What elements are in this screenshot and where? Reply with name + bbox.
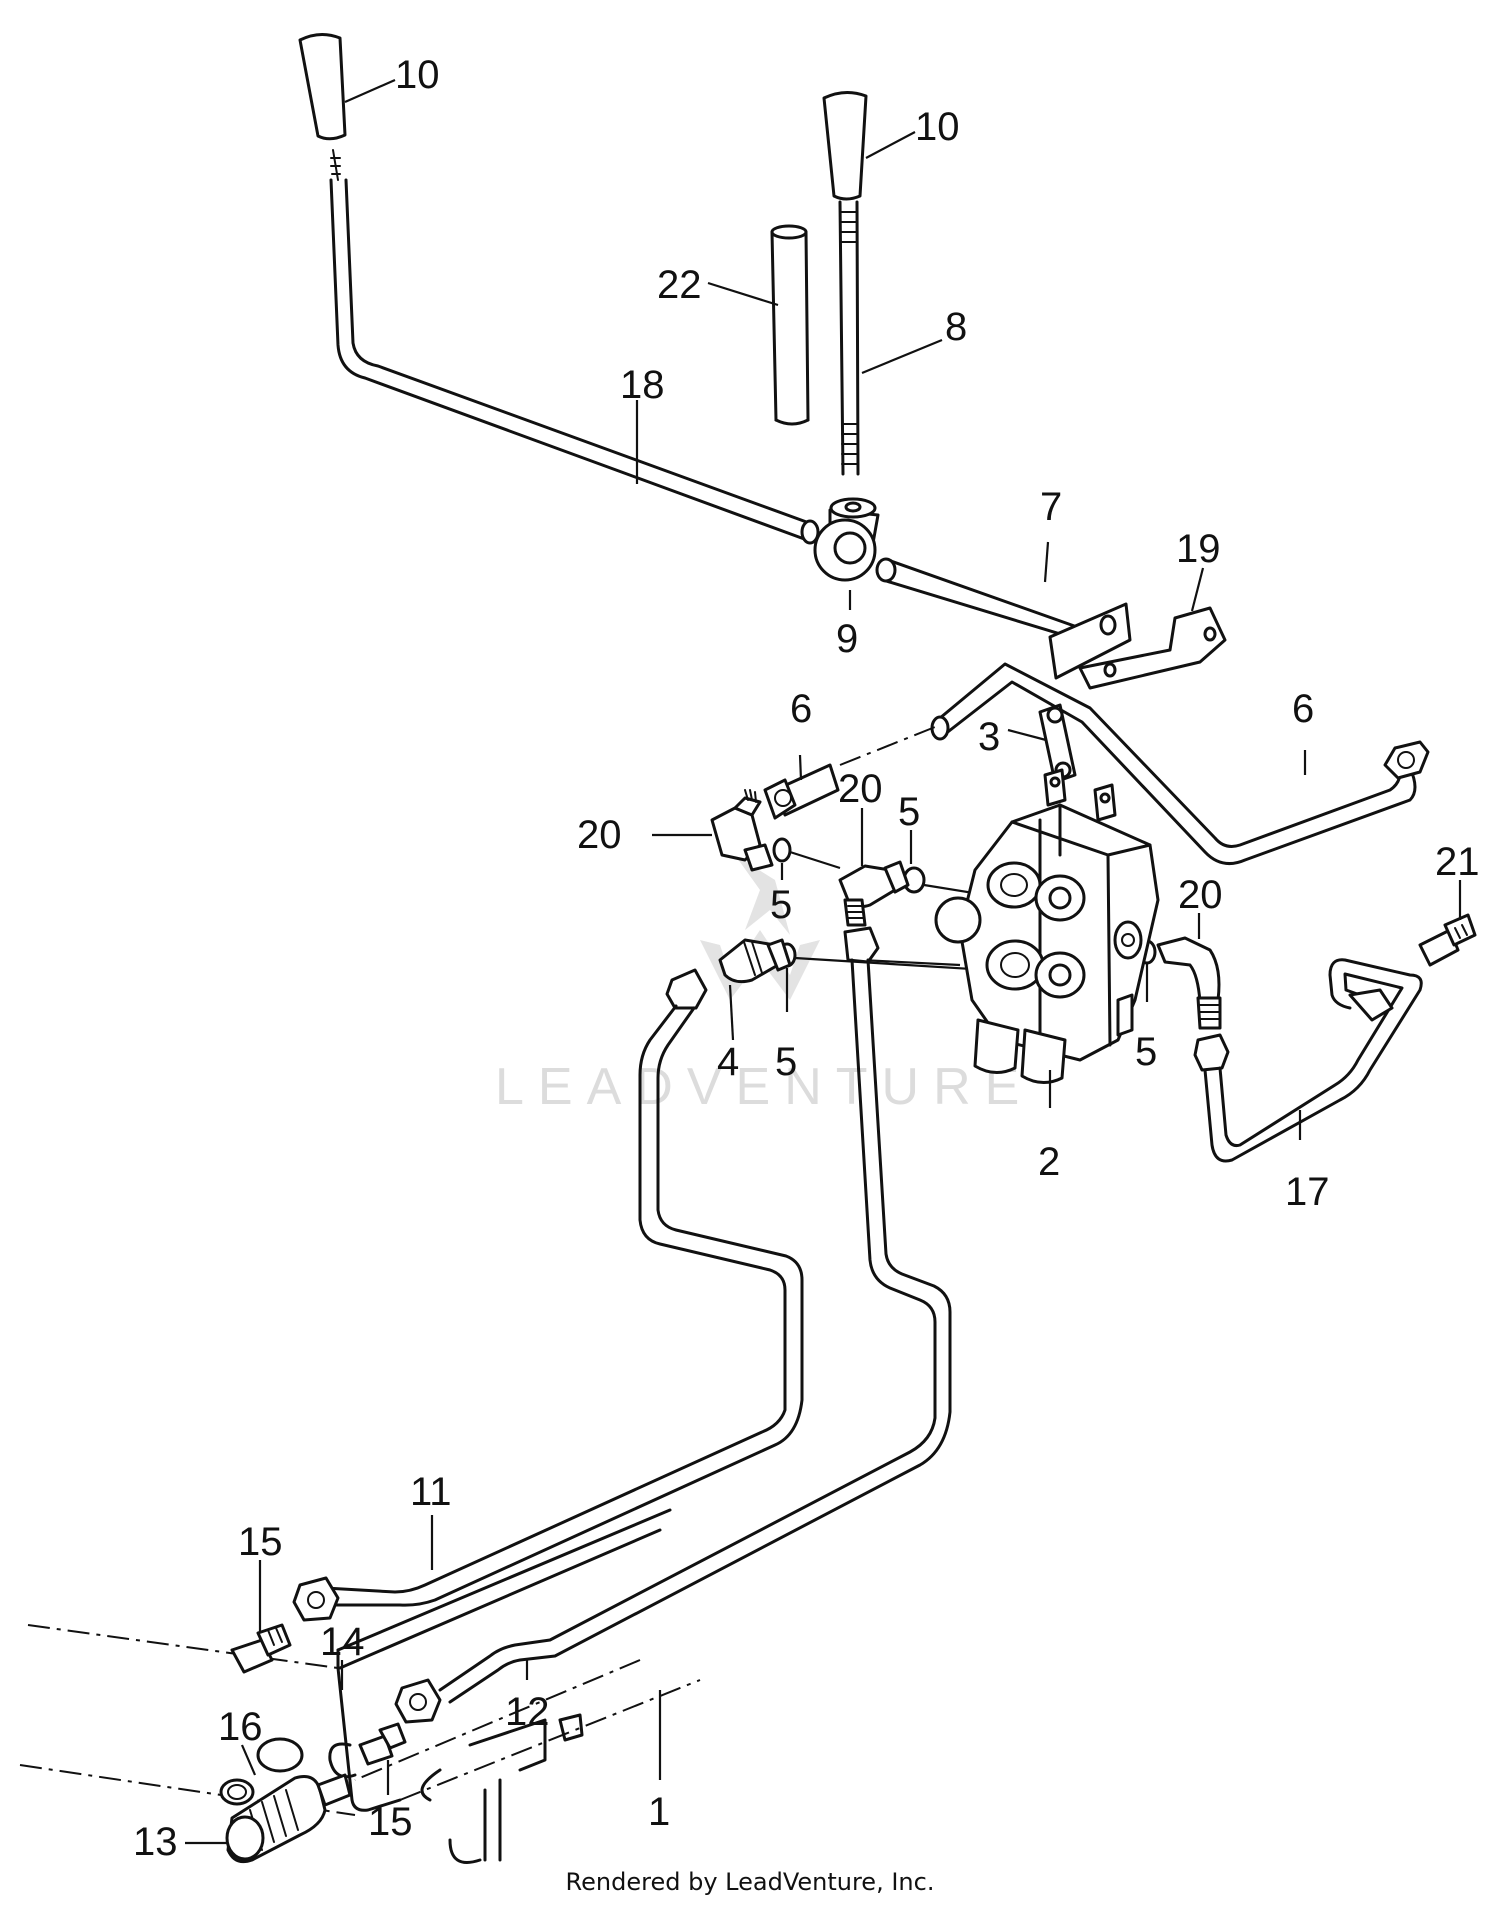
clip-14 [328, 1742, 357, 1779]
callout-21: 21 [1435, 840, 1480, 884]
elbow-4 [718, 938, 792, 984]
callout-11: 11 [410, 1470, 452, 1514]
callout-4: 4 [717, 1040, 739, 1084]
lever-18 [329, 178, 820, 545]
callout-6-right: 6 [1292, 687, 1314, 731]
tube-17 [1193, 958, 1423, 1163]
watermark-logo [700, 855, 820, 1000]
footer-credit: Rendered by LeadVenture, Inc. [565, 1868, 935, 1896]
port-line-upper [789, 850, 841, 870]
callout-1: 1 [648, 1790, 670, 1834]
callout-22: 22 [657, 263, 702, 307]
sleeve-22 [770, 224, 810, 426]
callout-6-left: 6 [790, 687, 812, 731]
fitting-15-upper [230, 1623, 292, 1674]
control-valve-2 [934, 768, 1160, 1084]
callout-13: 13 [133, 1820, 178, 1864]
callout-12: 12 [505, 1690, 550, 1734]
fitting-20-left [710, 789, 774, 872]
fitting-20-right [1156, 936, 1222, 1030]
plug-21 [1418, 913, 1477, 967]
pivot-9 [813, 497, 880, 582]
callout-5-bottom: 5 [775, 1040, 797, 1084]
callout-5-top: 5 [898, 790, 920, 834]
callout-3: 3 [978, 715, 1000, 759]
plate-1 [19, 1508, 701, 1864]
coupler-13 [225, 1773, 352, 1864]
rod-8 [838, 200, 860, 476]
fitting-20-center [838, 860, 910, 927]
ring-16 [219, 1737, 304, 1806]
callout-15-top: 15 [238, 1520, 283, 1564]
callout-5-right: 5 [1135, 1030, 1157, 1074]
port-line-lower-left [859, 958, 961, 967]
callout-19: 19 [1176, 527, 1221, 571]
tube-12 [394, 926, 952, 1724]
callout-8: 8 [945, 305, 967, 349]
callout-15-bottom: 15 [368, 1800, 413, 1844]
callout-2: 2 [1038, 1140, 1060, 1184]
callout-7: 7 [1040, 485, 1062, 529]
callout-10-left: 10 [395, 53, 440, 97]
fitting-15-lower [358, 1722, 407, 1766]
callout-16: 16 [218, 1705, 263, 1749]
callout-20-right: 20 [1178, 873, 1223, 917]
callout-5-left: 5 [770, 883, 792, 927]
watermark: LEADVENTURE [495, 1058, 1033, 1116]
callout-14: 14 [320, 1620, 365, 1664]
callout-10-right: 10 [915, 105, 960, 149]
bracket-19 [1078, 606, 1227, 690]
callout-20-center: 20 [838, 767, 883, 811]
linkage-rod-6 [930, 662, 1430, 866]
callout-9: 9 [836, 617, 858, 661]
knob-right [822, 91, 868, 201]
rod-end-6 [763, 724, 941, 820]
knob-left [298, 33, 347, 181]
callouts: 10 10 22 8 18 7 19 9 6 6 3 20 20 5 20 21… [133, 53, 1480, 1864]
callout-17: 17 [1285, 1170, 1330, 1214]
callout-leaders [185, 78, 1462, 1845]
tube-11 [292, 968, 804, 1622]
callout-18: 18 [620, 363, 665, 407]
callout-20-left: 20 [577, 813, 622, 857]
shaft-7 [875, 557, 1132, 680]
